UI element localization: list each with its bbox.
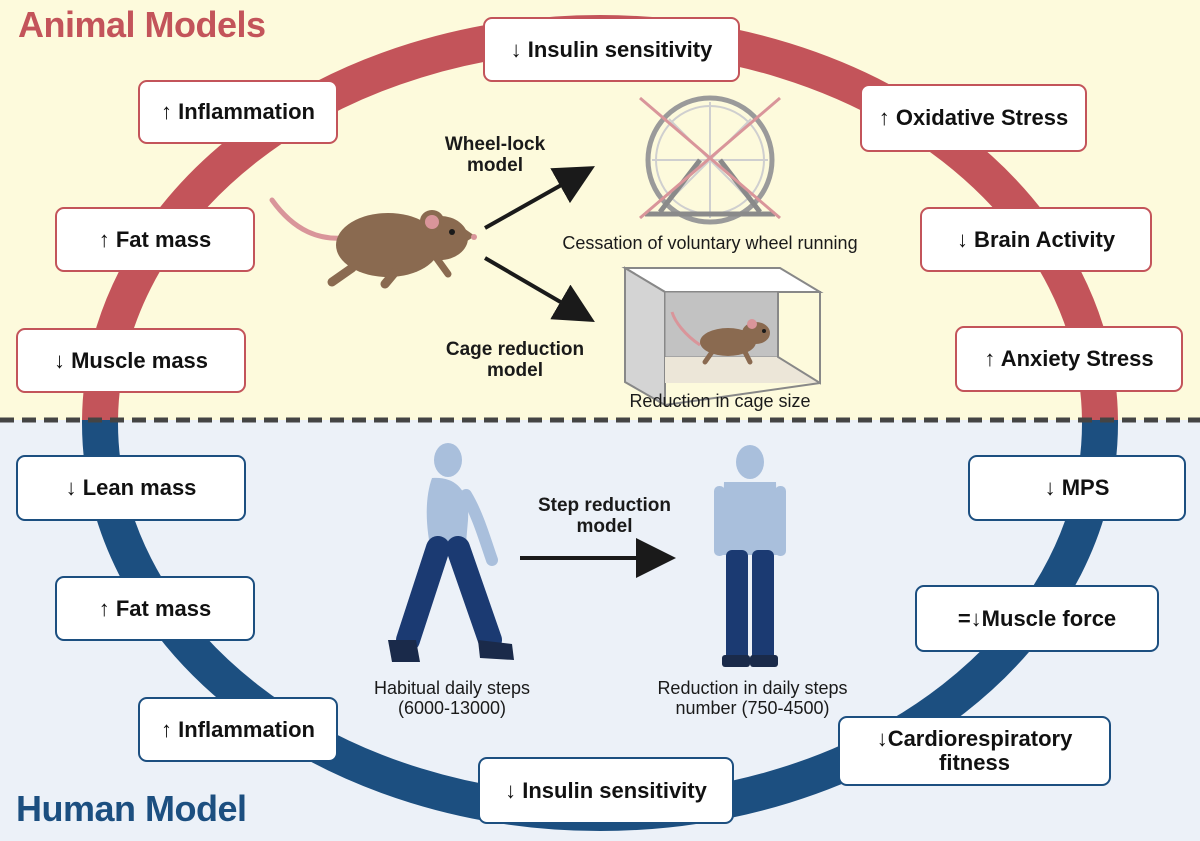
- habitual-steps-caption: Habitual daily steps (6000-13000): [373, 678, 531, 718]
- effect-box-animal-anxiety: ↑ Anxiety Stress: [955, 326, 1183, 392]
- human-model-heading: Human Model: [16, 788, 247, 829]
- effect-box-animal-inflammation: ↑ Inflammation: [138, 80, 338, 144]
- walking-person-icon: [388, 443, 514, 662]
- effect-box-animal-fat-mass: ↑ Fat mass: [55, 207, 255, 272]
- reduced-steps-caption: Reduction in daily steps number (750-450…: [657, 678, 848, 718]
- effect-box-animal-insulin: ↓ Insulin sensitivity: [483, 17, 740, 82]
- cage-caption: Reduction in cage size: [629, 391, 811, 411]
- effect-box-animal-oxidative: ↑ Oxidative Stress: [860, 84, 1087, 152]
- effect-box-human-lean-mass: ↓ Lean mass: [16, 455, 246, 521]
- running-wheel-icon: [645, 95, 775, 225]
- effect-box-human-muscle-force: =↓Muscle force: [915, 585, 1159, 652]
- effect-box-human-fat-mass: ↑ Fat mass: [55, 576, 255, 641]
- effect-box-animal-muscle-mass: ↓ Muscle mass: [16, 328, 246, 393]
- standing-person-icon: [714, 445, 786, 667]
- effect-box-human-inflammation: ↑ Inflammation: [138, 697, 338, 762]
- arrow-to-wheel: [484, 166, 595, 230]
- wheel-lock-model-label: Wheel-lock model: [444, 134, 546, 176]
- cage-icon: [621, 266, 824, 407]
- effect-box-animal-brain: ↓ Brain Activity: [920, 207, 1152, 272]
- effect-box-human-mps: ↓ MPS: [968, 455, 1186, 521]
- arrow-to-cage: [483, 256, 595, 323]
- wheel-caption: Cessation of voluntary wheel running: [562, 233, 858, 253]
- mouse-icon: [269, 197, 477, 289]
- cage-reduction-model-label: Cage reduction model: [445, 339, 585, 381]
- animal-models-heading: Animal Models: [18, 4, 266, 45]
- effect-box-human-cardio: ↓Cardiorespiratory fitness: [838, 716, 1111, 786]
- step-reduction-model-label: Step reduction model: [537, 495, 671, 537]
- cross-out-icon: [639, 96, 781, 220]
- effect-box-human-insulin: ↓ Insulin sensitivity: [478, 757, 734, 824]
